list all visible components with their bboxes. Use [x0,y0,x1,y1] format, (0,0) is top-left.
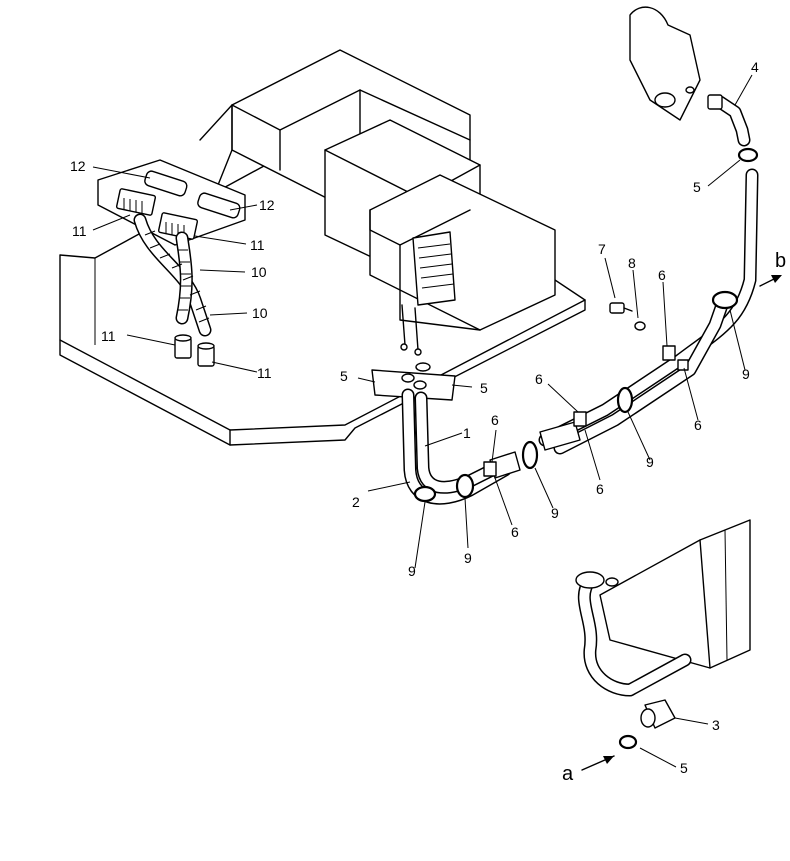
callout-9-5: 9 [408,563,416,579]
callout-5-left: 5 [340,368,348,384]
callout-6-3: 6 [658,267,666,283]
callout-10-2: 10 [252,305,268,321]
callout-5-top: 5 [693,179,701,195]
flow-arrow-b: b [759,250,786,287]
callout-2: 2 [352,494,360,510]
clamp-5-top [737,147,759,163]
callout-5-right: 5 [480,380,488,396]
clamp-9-2 [455,473,475,499]
bracket-6-1 [483,461,497,477]
clamp-9-4 [616,386,634,414]
callout-9-4: 9 [464,550,472,566]
air-duct-hoses [133,213,215,367]
radiator-tank [599,519,751,669]
bolt-7 [609,302,625,314]
hose-brackets [483,345,689,477]
callout-11-2: 11 [250,237,265,253]
callout-10-1: 10 [251,264,267,280]
clamp-5-bottom [618,734,638,750]
callout-9-3: 9 [551,505,559,521]
washer-8 [634,321,646,331]
callout-11-3: 11 [101,328,116,344]
clamp-9-1 [413,485,437,503]
callout-6-1: 6 [491,412,499,428]
part-callouts: 1 2 3 4 5 5 5 5 6 6 6 6 6 6 7 8 9 9 9 9 … [70,59,759,776]
callout-9-2: 9 [646,454,654,470]
bracket-6-3 [662,345,676,361]
bolt-washer [609,302,646,331]
callout-11-4: 11 [257,365,272,381]
arrow-label-a: a [562,763,574,785]
callout-7: 7 [598,241,606,257]
callout-6-2: 6 [535,371,543,387]
callout-11-1: 11 [72,223,87,239]
flow-arrow-a: a [562,755,615,785]
bracket-6-2 [573,411,587,427]
callout-12-1: 12 [70,158,86,174]
clamp-9-5 [711,290,739,310]
elbow-4 [707,94,723,110]
arrow-label-b: b [775,250,786,272]
bracket-6-4 [677,359,689,371]
lower-water-pipe [575,571,692,729]
heater-unit [369,174,556,356]
callout-6-5: 6 [596,481,604,497]
callout-3: 3 [712,717,720,733]
callout-4: 4 [751,59,759,75]
callout-6-6: 6 [511,524,519,540]
clamp-9-3 [521,440,539,470]
defroster-nozzle-2 [197,192,241,219]
callout-9-1: 9 [742,366,750,382]
callout-8: 8 [628,255,636,271]
hose-bracket-plate [371,362,456,401]
callout-1: 1 [463,425,471,441]
hose-clamps [413,147,759,750]
leader-lines [92,74,753,768]
callout-5-bottom: 5 [680,760,688,776]
callout-6-4: 6 [694,417,702,433]
water-outlet-fitting [629,6,751,147]
callout-12-2: 12 [259,197,275,213]
